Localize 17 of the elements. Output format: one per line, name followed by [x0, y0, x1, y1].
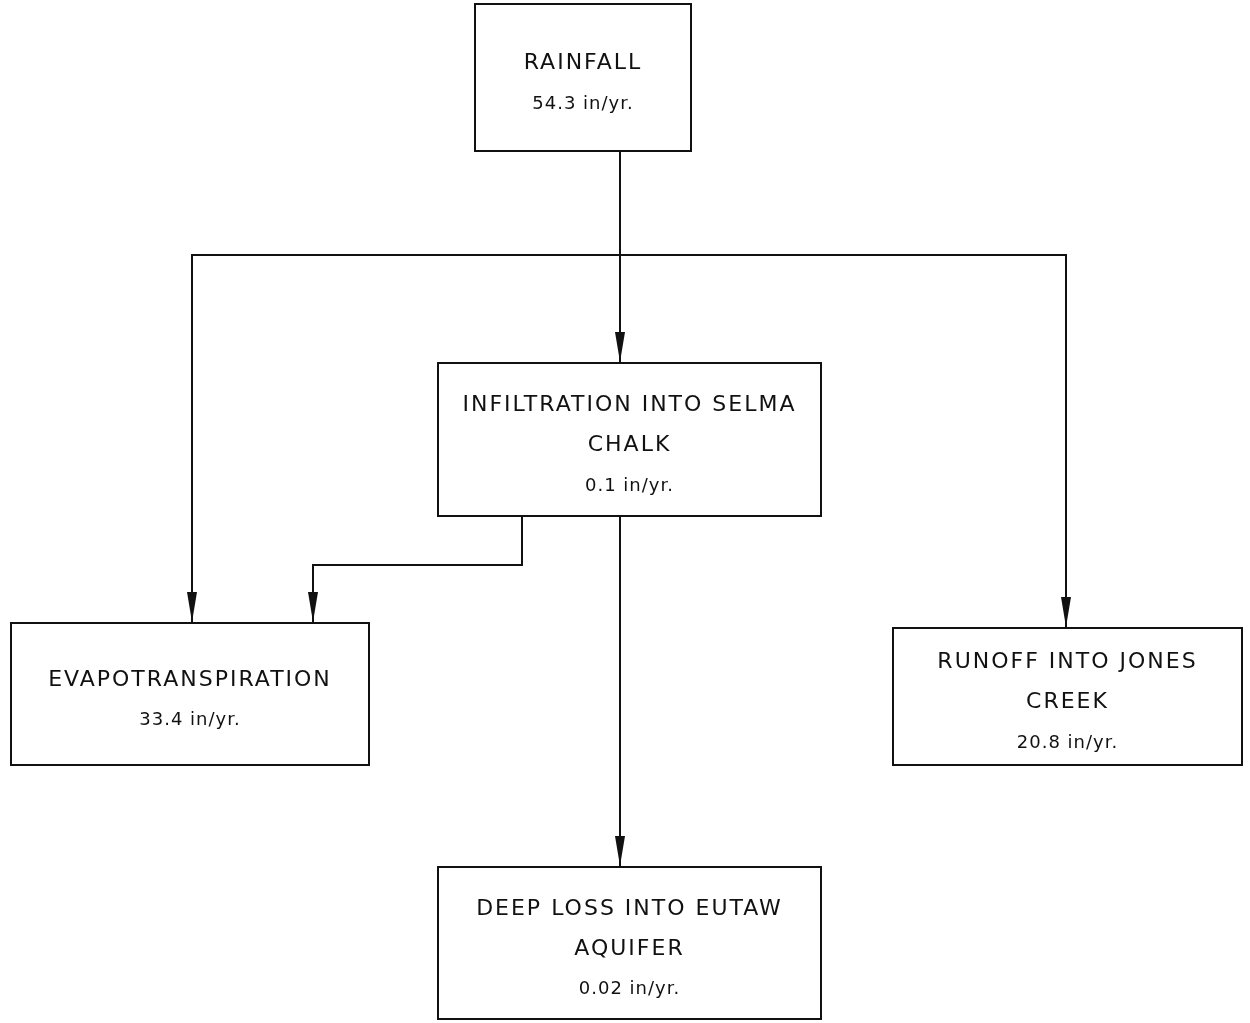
flow-rate: 20.8 in/yr. — [1016, 730, 1119, 752]
process-box — [437, 362, 822, 517]
flow-rate: 0.1 in/yr. — [585, 473, 674, 495]
process-box — [10, 622, 370, 766]
process-box — [474, 3, 692, 152]
node-title: INFILTRATION INTO SELMA CHALK — [461, 390, 798, 458]
flow-rate: 33.4 in/yr. — [139, 708, 241, 730]
flow-rate: 54.3 in/yr. — [532, 91, 634, 113]
node-title: RAINFALL — [522, 48, 644, 77]
process-box — [892, 627, 1243, 766]
node-title: RUNOFF INTO JONES CREEK — [936, 647, 1199, 715]
process-box — [437, 866, 822, 1020]
node-title: EVAPOTRANSPIRATION — [47, 664, 333, 693]
arrow — [308, 516, 523, 623]
node-title: DEEP LOSS INTO EUTAW AQUIFER — [475, 893, 784, 962]
arrow — [615, 516, 625, 867]
flow-rate: 0.02 in/yr. — [578, 977, 681, 999]
